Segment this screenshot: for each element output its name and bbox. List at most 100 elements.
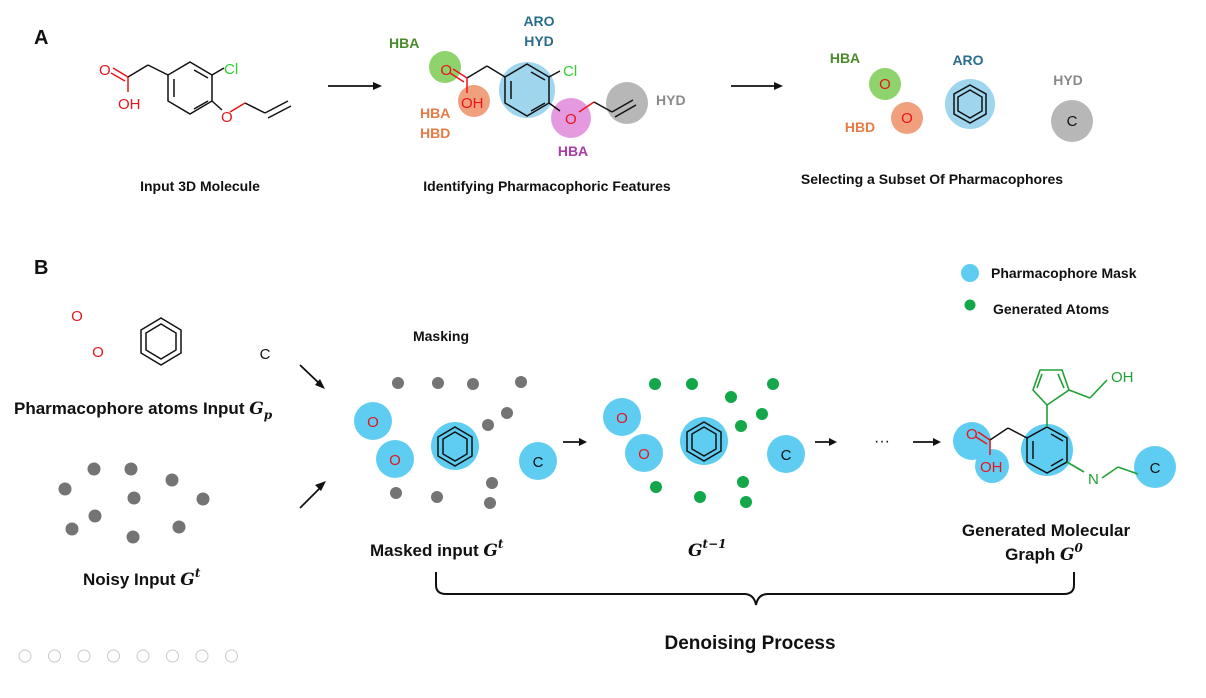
- noisy-input-cloud: [58, 462, 210, 544]
- next-icon[interactable]: [48, 649, 61, 663]
- step2-caption: Identifying Pharmacophoric Features: [423, 178, 671, 194]
- generated-atom-2: [686, 378, 698, 390]
- feat-hba-left: HBA: [420, 105, 450, 121]
- noise-atom-2: [124, 462, 138, 476]
- sub-hyd-label: HYD: [1053, 72, 1083, 88]
- step1-caption: Input 3D Molecule: [140, 178, 260, 194]
- legend-generated-swatch: [964, 299, 976, 311]
- generated-atom-8: [694, 491, 706, 503]
- gtm1-o1-label: O: [616, 410, 628, 427]
- sub-o2: O: [901, 110, 913, 127]
- camera-icon[interactable]: [195, 649, 209, 663]
- noise-atom-1: [87, 462, 101, 476]
- feat-hbd-left: HBD: [420, 125, 450, 141]
- generated-atom-10: [740, 496, 752, 508]
- masked-noise-atom-10: [484, 497, 496, 509]
- masked-noise-atom-4: [515, 376, 527, 388]
- more-icon[interactable]: [225, 649, 238, 663]
- sub-hba-label: HBA: [830, 50, 860, 66]
- legend-mask-label: Pharmacophore Mask: [991, 265, 1137, 281]
- arrow-pharm-head: [315, 379, 325, 389]
- mol2-o-atom: O: [440, 62, 452, 79]
- mol2-ether-o: O: [565, 111, 577, 128]
- masking-label: Masking: [413, 328, 469, 344]
- slideshow-toolbar: [18, 649, 238, 663]
- gtm1-c: [767, 435, 805, 473]
- arrow-b1-head: [579, 438, 587, 446]
- mol1-ether-o: O: [221, 109, 233, 126]
- masked-input-label: Masked input Gt: [370, 537, 504, 561]
- gen-c-mask: [1134, 446, 1176, 488]
- noise-atom-9: [172, 520, 186, 534]
- gtm1-o2-label: O: [638, 446, 650, 463]
- generated-atom-1: [649, 378, 661, 390]
- legend: Pharmacophore Mask Generated Atoms: [961, 264, 1137, 317]
- masked-noise-atom-5: [501, 407, 513, 419]
- arrow-a1-head: [373, 82, 382, 90]
- mask-c: [519, 442, 557, 480]
- feat-hyd-right: HYD: [656, 92, 686, 108]
- gen-n-atom: N: [1088, 471, 1099, 488]
- pen-icon[interactable]: [77, 649, 91, 663]
- generated-molecule: O OH OH N C: [953, 369, 1176, 488]
- gen-c-atom: C: [1150, 460, 1161, 477]
- feat-hba-bottom: HBA: [558, 143, 588, 159]
- gtm1-o1: [603, 398, 641, 436]
- sub-hyd-circle: [1051, 100, 1093, 142]
- mask-o1-label: O: [367, 414, 379, 431]
- input-o1: O: [71, 308, 83, 325]
- arrow-b3-head: [933, 438, 941, 446]
- noisy-input-label: Noisy Input Gt: [83, 566, 201, 590]
- generated-label-line2: Graph G0: [1005, 541, 1083, 565]
- ellipsis: ···: [874, 433, 890, 450]
- gtm1-label: Gt−1: [688, 537, 726, 561]
- gtm1-o2: [625, 434, 663, 472]
- hba-ether-highlight: [551, 98, 591, 138]
- sub-c: C: [1067, 113, 1078, 130]
- mask-o2-label: O: [389, 452, 401, 469]
- mask-o2: [376, 440, 414, 478]
- masked-noise-atom-7: [390, 487, 402, 499]
- step3-caption: Selecting a Subset Of Pharmacophores: [801, 171, 1063, 187]
- eraser-icon[interactable]: [107, 649, 120, 663]
- feature-molecule: O OH Cl O: [429, 51, 648, 138]
- mask-c-label: C: [533, 454, 544, 471]
- input-molecule: O OH Cl O: [99, 61, 292, 126]
- sub-hbd-circle: [891, 102, 923, 134]
- arrow-noise-head: [315, 481, 326, 491]
- hbd-highlight: [458, 85, 490, 117]
- generated-atom-5: [756, 408, 768, 420]
- sub-o1: O: [879, 76, 891, 93]
- pharmacophore-atoms-input: O O C: [71, 308, 271, 366]
- masked-input-graph: O O C: [354, 376, 557, 509]
- aro-highlight: [499, 62, 555, 118]
- pharm-input-label: Pharmacophore atoms Input Gp: [14, 399, 273, 422]
- sub-hbd-label: HBD: [845, 119, 875, 135]
- input-o2: O: [92, 344, 104, 361]
- arrow-b2-head: [829, 438, 837, 446]
- feat-hba-top: HBA: [389, 35, 419, 51]
- mol1-cl-atom: Cl: [224, 61, 238, 78]
- noise-atom-5: [127, 491, 141, 505]
- noise-atom-7: [88, 509, 102, 523]
- masked-noise-atom-8: [431, 491, 443, 503]
- masked-noise-atom-3: [467, 378, 479, 390]
- zoom-icon[interactable]: [136, 649, 150, 663]
- generated-atom-3: [725, 391, 737, 403]
- mol1-o-atom: O: [99, 62, 111, 79]
- denoising-label: Denoising Process: [664, 633, 835, 654]
- mask-o1: [354, 402, 392, 440]
- noise-atom-3: [165, 473, 179, 487]
- prev-icon[interactable]: [18, 649, 32, 663]
- noise-atom-4: [58, 482, 72, 496]
- arrow-a2-head: [774, 82, 783, 90]
- gen-o-atom: O: [966, 426, 978, 443]
- sub-hba-circle: [869, 68, 901, 100]
- denoising-brace: [435, 572, 1075, 606]
- sub-aro-circle: [945, 79, 995, 129]
- masked-noise-atom-9: [486, 477, 498, 489]
- masked-noise-atoms: [390, 376, 527, 509]
- grid-icon[interactable]: [166, 649, 179, 663]
- generated-atom-6: [735, 420, 747, 432]
